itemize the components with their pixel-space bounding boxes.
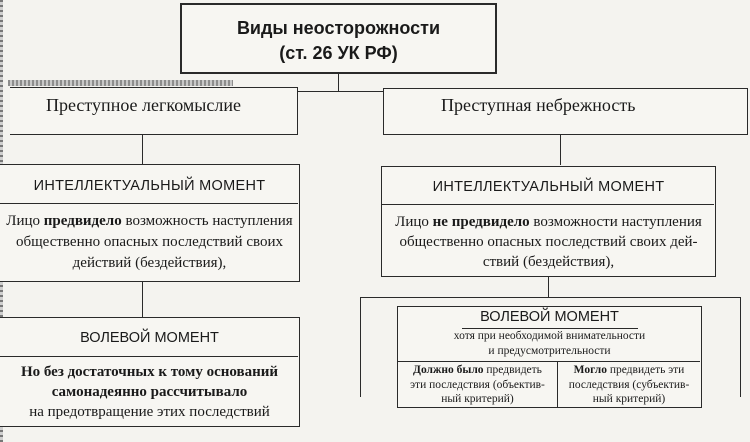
right-volitional-sub-2: и предусмотрительности [488,345,611,357]
objective-line-2: эти последствия (объектив- [410,378,545,391]
connector-title-horizontal [140,91,560,92]
text-bold: предвидело [43,213,122,229]
left-volitional-divider [0,356,298,357]
right-intellectual-title: ИНТЕЛЛЕКТУАЛЬНЫЙ МОМЕНТ [432,179,665,195]
text-lead: на [29,404,44,420]
text-rest: без достаточных к тому оснований [40,364,279,380]
text-bold: Но [20,364,41,380]
title-line-2: (ст. 26 УК РФ) [279,43,398,63]
text-bold: не предвидело [432,214,530,230]
left-header-label: Преступное легкомыслие [46,95,241,115]
right-volitional-title-underline [462,328,638,329]
connector-title-down [338,74,339,92]
right-header-label: Преступная небрежность [441,95,636,115]
right-volitional-split [557,361,558,407]
text-line: самонадеянно рассчитывало [51,384,248,400]
left-volitional-title: ВОЛЕВОЙ МОМЕНТ [80,330,219,346]
objective-line-3: ный критерий) [441,393,514,405]
title-line-1: Виды неосторожности [236,18,441,38]
right-volitional-sub: хотя при необходимой внимательности и пр… [398,329,701,359]
connector-right-bracket-left [360,297,361,397]
right-intellectual-box: ИНТЕЛЛЕКТУАЛЬНЫЙ МОМЕНТ Лицо не предвиде… [381,166,716,277]
left-intellectual-divider [0,203,298,204]
right-intellectual-line-1: Лицо не предвидело возможности наступлен… [382,212,715,232]
right-volitional-sub-1: хотя при необходимой внимательности [453,330,646,342]
left-intellectual-line-1: Лицо предвидело возможность наступления [0,211,299,232]
left-intellectual-line-2: общественно опасных последствий своих [16,234,283,250]
right-header-box: Преступная небрежность [383,88,748,135]
scan-hatch-top [8,80,233,86]
left-volitional-line-2: самонадеянно рассчитывало [0,382,299,402]
connector-left-2 [142,282,143,318]
left-volitional-text: Но без достаточных к тому оснований само… [0,362,299,422]
left-volitional-line-1: Но без достаточных к тому оснований [0,362,299,382]
text-rest: возможность наступления [121,213,293,229]
left-volitional-line-3: на предотвращение этих последствий [0,402,299,422]
text-lead: Лицо [395,214,433,230]
text-bold: Должно было [413,364,484,376]
connector-right-2 [548,277,549,297]
right-intellectual-line-3: ствий (бездействия), [482,254,615,270]
right-intellectual-text: Лицо не предвидело возможности наступлен… [382,212,715,272]
left-volitional-box: ВОЛЕВОЙ МОМЕНТ Но без достаточных к тому… [0,317,300,427]
text-rest: предвидеть эти [606,364,685,376]
objective-criterion: Должно было предвидеть эти последствия (… [398,363,557,407]
left-intellectual-box: ИНТЕЛЛЕКТУАЛЬНЫЙ МОМЕНТ Лицо предвидело … [0,164,300,282]
text-bold: Могло [573,364,607,376]
right-intellectual-line-2: общественно опасных последствий своих де… [399,234,698,250]
right-volitional-divider [398,361,700,362]
text-rest: возможности наступления [529,214,702,230]
connector-right-bracket-right [740,297,741,397]
left-intellectual-text: Лицо предвидело возможность наступления … [0,211,299,274]
text-rest: предотвращение этих последствий [43,404,270,420]
right-intellectual-divider [382,204,714,205]
subjective-criterion: Могло предвидеть эти последствия (субъек… [558,363,700,407]
objective-line-1: Должно было предвидеть [398,363,557,378]
subjective-line-3: ный критерий) [592,393,666,405]
subjective-line-2: последствия (субъектив- [568,378,690,391]
right-volitional-box: ВОЛЕВОЙ МОМЕНТ хотя при необходимой вним… [397,306,702,408]
left-intellectual-title: ИНТЕЛЛЕКТУАЛЬНЫЙ МОМЕНТ [33,178,266,194]
title-box: Виды неосторожности (ст. 26 УК РФ) [180,3,497,74]
text-lead: Лицо [6,213,44,229]
text-rest: предвидеть [483,364,542,376]
right-volitional-title: ВОЛЕВОЙ МОМЕНТ [480,309,619,325]
connector-right-1 [560,135,561,165]
left-header-box: Преступное легкомыслие [10,87,298,135]
left-intellectual-line-3: действий (бездействия), [72,255,227,271]
connector-left-1 [142,135,143,165]
connector-right-bracket-top [360,297,740,298]
subjective-line-1: Могло предвидеть эти [558,363,700,378]
